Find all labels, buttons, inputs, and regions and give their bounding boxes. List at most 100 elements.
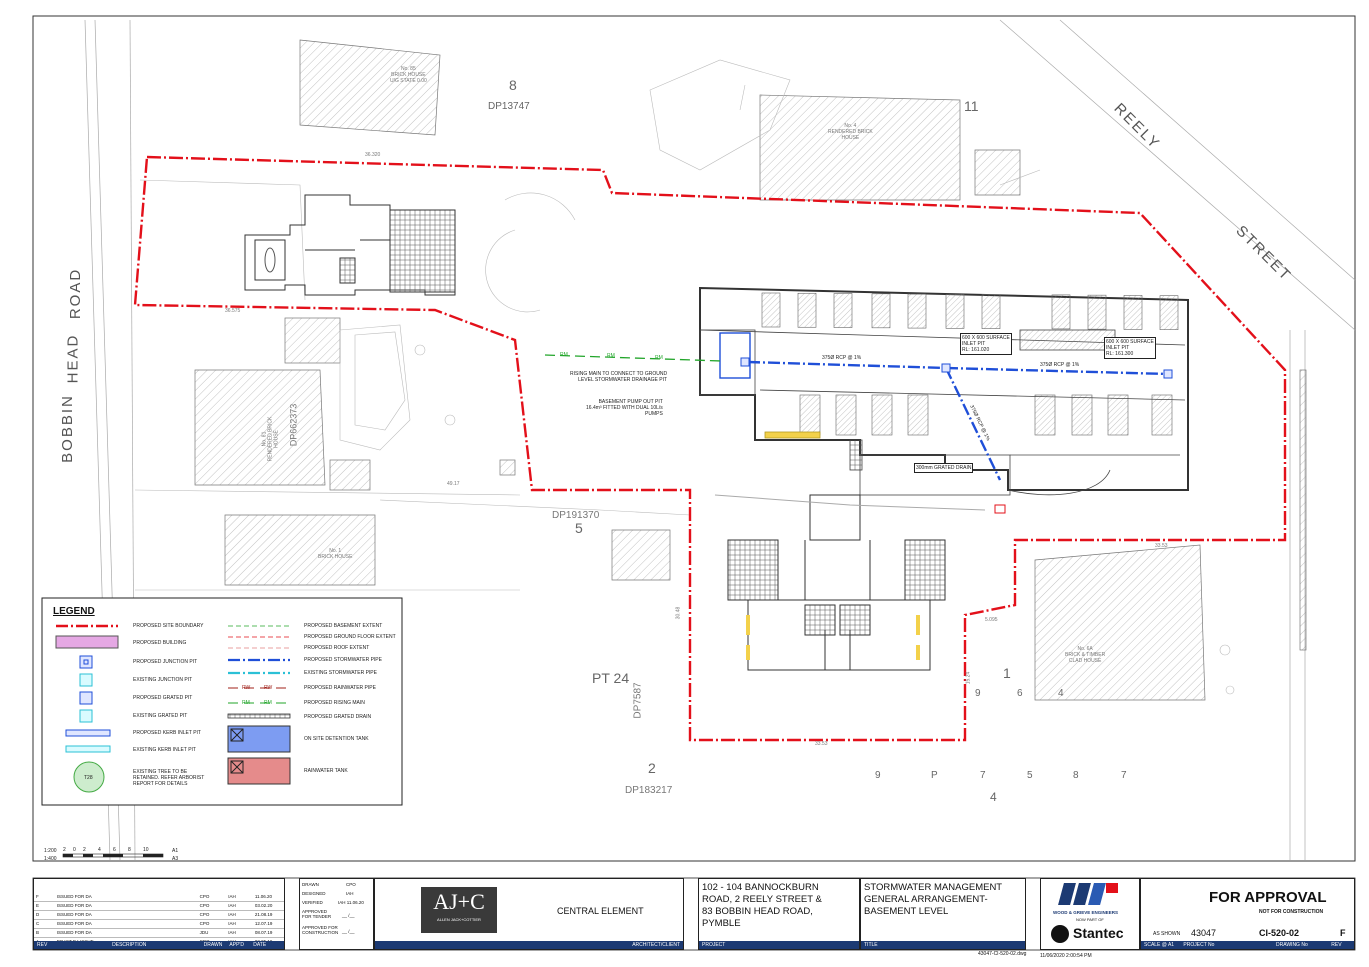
parking-bay — [907, 394, 929, 436]
project-footer: PROJECT — [699, 941, 859, 949]
legend-rw-2: RW — [264, 685, 273, 691]
footer-project: PROJECT No — [1183, 942, 1215, 948]
title-footer: TITLE — [861, 941, 1025, 949]
parking-bay — [1071, 394, 1093, 436]
street-bobbin: BOBBIN — [58, 394, 76, 463]
parking-bay — [1087, 294, 1107, 330]
dp-662373: DP662373 — [288, 403, 299, 447]
revision-cell-appd: IAH — [226, 901, 253, 911]
revision-cell-desc: ISSUED FOR DA — [54, 893, 198, 902]
rm-label-2: RM — [607, 353, 615, 359]
legend-right-item: PROPOSED STORMWATER PIPE — [304, 657, 382, 663]
lot-1: 1 — [1003, 665, 1011, 681]
house-no1: No. 1 BRICK HOUSE — [318, 548, 353, 560]
grated-drain-note: 300mm GRATED DRAIN — [914, 463, 974, 473]
print-timestamp: 11/06/2020 2:00:54 PM — [1040, 953, 1092, 959]
designed-value: IAH — [346, 891, 354, 896]
house-no81: No. 81 RENDERED BRICK HOUSE — [261, 416, 280, 462]
scale-tick: 4 — [98, 847, 101, 853]
revision-cell-date: 11.06.20 — [252, 893, 284, 902]
scale-tick: 0 — [73, 847, 76, 853]
dim-49: 49.17 — [447, 481, 460, 487]
inlet-pit-1: 600 X 600 SURFACE INLET PIT RL: 161.020 — [960, 333, 1012, 355]
architect-logo: AJ+C ALLEN JACK+COTTIER — [421, 887, 497, 933]
parking-bay — [761, 292, 781, 328]
lot-p: P — [931, 770, 938, 781]
legend-left-item: PROPOSED KERB INLET PIT — [133, 730, 201, 736]
existing-house — [244, 194, 456, 296]
dim-5095: 5.095 — [985, 617, 998, 623]
legend-left-item: EXISTING TREE TO BE RETAINED. REFER ARBO… — [133, 769, 205, 787]
dp-13747: DP13747 — [488, 101, 530, 112]
lot-7a: 7 — [980, 770, 986, 781]
dim-1524: 15.24 — [965, 671, 972, 685]
construction-label: APPROVED FOR CONSTRUCTION — [302, 925, 339, 935]
house-no6a: No. 6A BRICK & TIMBER CLAD HOUSE — [1065, 646, 1106, 664]
revision-cell-rev: C — [34, 919, 55, 929]
inlet-pit-2: 600 X 600 SURFACE INLET PIT RL: 161.300 — [1104, 337, 1156, 359]
legend-left-item: PROPOSED GRATED PIT — [133, 695, 193, 701]
revision-cell-drawn: CPO — [197, 910, 227, 920]
lot-4a: 4 — [1058, 688, 1064, 699]
parking-bays — [761, 292, 1179, 436]
legend-right-item: PROPOSED BASEMENT EXTENT — [304, 623, 383, 629]
dp-7587: DP7587 — [632, 682, 644, 719]
legend-right-item: PROPOSED RISING MAIN — [304, 700, 365, 706]
lot-8: 8 — [509, 77, 517, 93]
dim-30: 30.48 — [675, 606, 682, 620]
verified-label: VERIFIED — [302, 900, 323, 905]
parking-bay — [981, 294, 1001, 329]
parking-bay — [833, 293, 853, 328]
title-footer-label: TITLE — [864, 942, 878, 948]
designed-label: DESIGNED — [302, 891, 326, 896]
parking-bay — [1159, 295, 1179, 331]
rising-main-note: RISING MAIN TO CONNECT TO GROUND LEVEL S… — [570, 371, 668, 383]
parking-bay — [1123, 295, 1143, 330]
site-boundary — [133, 155, 1287, 742]
architect-name: CENTRAL ELEMENT — [557, 906, 644, 916]
street-road: ROAD — [67, 267, 85, 320]
lot-5: 5 — [575, 520, 583, 536]
revision-letter: F — [1340, 928, 1346, 938]
sheet-frame — [32, 15, 1356, 862]
revision-cell-desc: ISSUED FOR DA — [54, 928, 198, 938]
legend-right-item: PROPOSED GRATED DRAIN — [304, 714, 372, 720]
legend-right-item: RAINWATER TANK — [304, 768, 348, 774]
dp-191370: DP191370 — [552, 510, 600, 521]
lot-8b: 8 — [1073, 770, 1079, 781]
scale-tick: 2 — [63, 847, 66, 853]
rev-col-rev: REV — [37, 942, 48, 948]
scale-tick: 6 — [113, 847, 116, 853]
lot-4b: 4 — [990, 790, 997, 804]
parking-bay — [871, 293, 891, 329]
legend-tree-tag: T28 — [84, 775, 93, 781]
footer-rev: REV — [1331, 942, 1342, 948]
drainage-pits — [719, 332, 1173, 379]
dim-mid: 36.575 — [225, 308, 241, 314]
dim-33-bottom: 33.53 — [815, 741, 828, 747]
scale-value: AS SHOWN — [1153, 931, 1181, 937]
engineer-company: Stantec — [1073, 925, 1124, 941]
legend-right-item: ON SITE DETENTION TANK — [304, 736, 369, 742]
scale-tick: 2 — [83, 847, 86, 853]
engineer-name: WOOD & GRIEVE ENGINEERS — [1053, 910, 1119, 915]
legend-symbols — [41, 597, 403, 806]
rev-col-appd: APP'D — [229, 942, 244, 948]
signoff-block: DRAWN CPO DESIGNED IAH VERIFIED IAH 11.0… — [299, 878, 374, 950]
pump-pit-note: BASEMENT PUMP OUT PIT 16.4m³ FITTED WITH… — [586, 399, 663, 417]
legend-rw-1: RW — [242, 685, 251, 691]
revision-cell-appd: IAH — [226, 893, 253, 902]
lot-7b: 7 — [1121, 770, 1127, 781]
parking-bay — [1034, 394, 1056, 436]
tender-value: __ /__ — [342, 913, 355, 918]
survey-linework — [134, 59, 1235, 695]
architect-footer: ARCHITECT/CLIENT — [375, 941, 683, 949]
rev-col-drawn: DRAWN — [203, 942, 223, 948]
dim-33-right: 33.53 — [1155, 543, 1168, 549]
project-block: 102 - 104 BANNOCKBURN ROAD, 2 REELY STRE… — [698, 878, 860, 950]
